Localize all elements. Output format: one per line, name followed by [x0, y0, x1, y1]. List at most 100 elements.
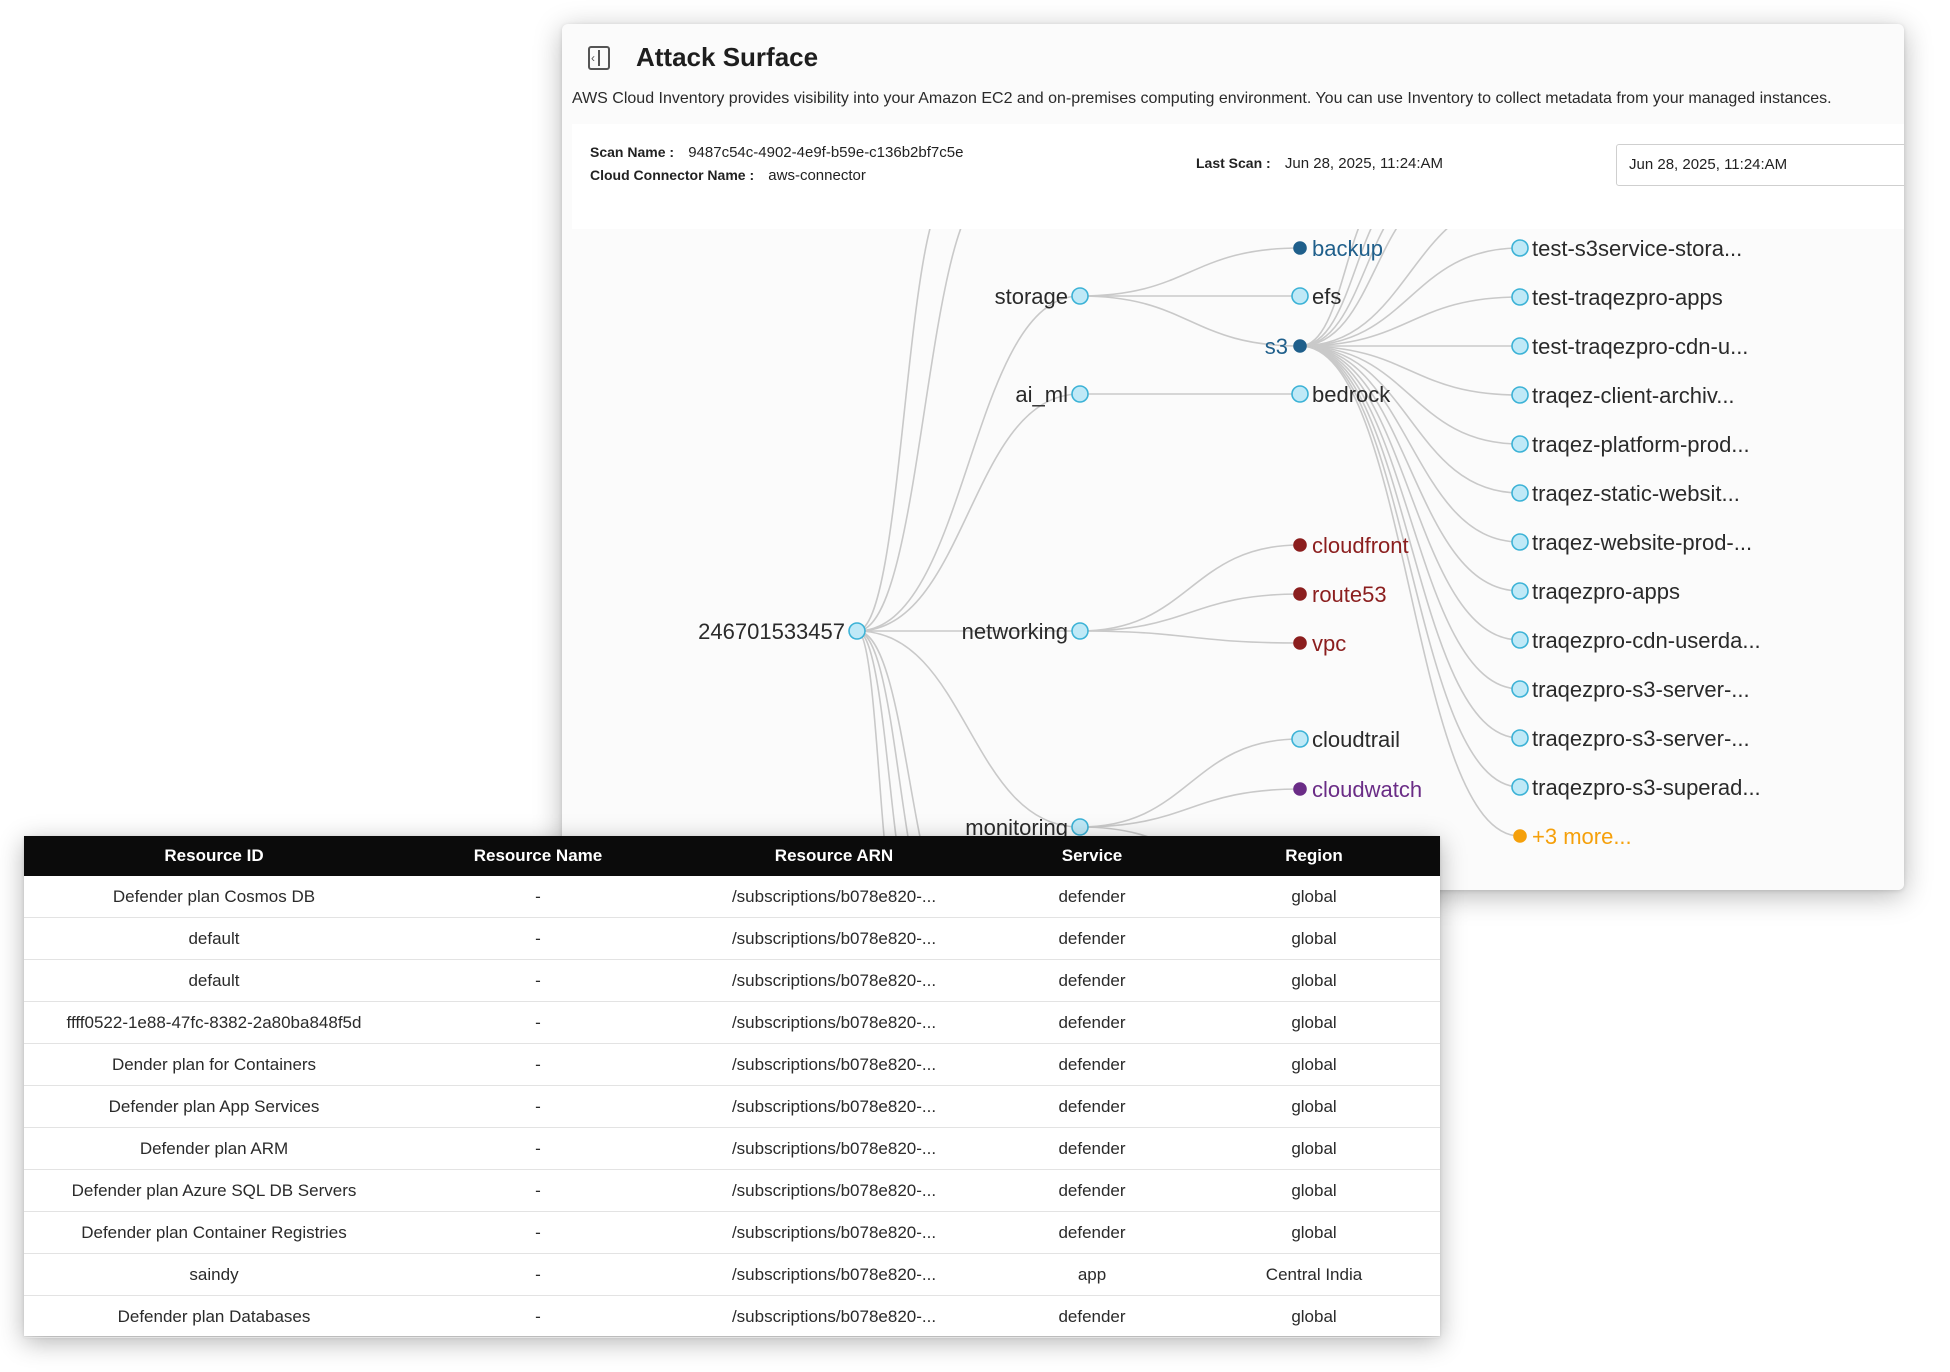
- table-row[interactable]: Defender plan App Services - /subscripti…: [24, 1085, 1440, 1128]
- tree-link: [1299, 345, 1521, 396]
- service-bedrock-label[interactable]: bedrock: [1312, 382, 1391, 407]
- s3-bucket-node[interactable]: [1511, 631, 1529, 649]
- column-header-resource-arn[interactable]: Resource ARN: [774, 846, 894, 865]
- more-buckets-node[interactable]: [1513, 829, 1527, 843]
- cell-resource-name: -: [404, 1127, 672, 1170]
- service-route53-node[interactable]: [1293, 587, 1307, 601]
- tree-link: [1299, 229, 1385, 347]
- cell-service: defender: [996, 1127, 1188, 1170]
- table-row[interactable]: saindy - /subscriptions/b078e820-... app…: [24, 1253, 1440, 1296]
- column-header-resource-id[interactable]: Resource ID: [164, 846, 264, 865]
- tree-link: [856, 229, 962, 632]
- cell-region: global: [1188, 1001, 1440, 1044]
- s3-bucket-label[interactable]: traqez-platform-prod...: [1532, 432, 1750, 457]
- cell-resource-id: Defender plan Cosmos DB: [24, 876, 404, 918]
- scan-name-value: 9487c54c-4902-4e9f-b59e-c136b2bf7c5e: [688, 144, 964, 161]
- attack-surface-panel: ‹ Attack Surface AWS Cloud Inventory pro…: [562, 24, 1904, 890]
- category-ai_ml-node[interactable]: [1071, 385, 1089, 403]
- cell-resource-arn: /subscriptions/b078e820-...: [672, 1127, 996, 1170]
- category-monitoring-label[interactable]: monitoring: [965, 815, 1068, 840]
- s3-bucket-node[interactable]: [1511, 288, 1529, 306]
- table-row[interactable]: Dender plan for Containers - /subscripti…: [24, 1043, 1440, 1086]
- table-row[interactable]: ffff0522-1e88-47fc-8382-2a80ba848f5d - /…: [24, 1001, 1440, 1044]
- service-cloudfront-label[interactable]: cloudfront: [1312, 533, 1409, 558]
- service-cloudtrail-label[interactable]: cloudtrail: [1312, 727, 1400, 752]
- cell-resource-arn: /subscriptions/b078e820-...: [672, 917, 996, 960]
- root-account-label[interactable]: 246701533457: [698, 619, 845, 644]
- s3-bucket-label[interactable]: traqezpro-s3-superad...: [1532, 775, 1761, 800]
- cell-region: global: [1188, 959, 1440, 1002]
- service-efs-node[interactable]: [1291, 287, 1309, 305]
- cell-region: global: [1188, 1043, 1440, 1086]
- category-storage-label[interactable]: storage: [995, 284, 1068, 309]
- s3-bucket-node[interactable]: [1511, 337, 1529, 355]
- service-cloudwatch-node[interactable]: [1293, 782, 1307, 796]
- s3-bucket-label[interactable]: test-traqezpro-cdn-u...: [1532, 334, 1748, 359]
- connector-value: aws-connector: [768, 167, 866, 184]
- category-monitoring-node[interactable]: [1071, 818, 1089, 836]
- s3-bucket-node[interactable]: [1511, 729, 1529, 747]
- category-storage-node[interactable]: [1071, 287, 1089, 305]
- s3-bucket-label[interactable]: traqezpro-apps: [1532, 579, 1680, 604]
- s3-bucket-node[interactable]: [1511, 386, 1529, 404]
- table-row[interactable]: default - /subscriptions/b078e820-... de…: [24, 959, 1440, 1002]
- attack-surface-tree[interactable]: 246701533457 storage backup efs s3 ai_ml bedro…: [572, 229, 1904, 890]
- service-backup-node[interactable]: [1293, 241, 1307, 255]
- s3-bucket-label[interactable]: test-s3service-stora...: [1532, 236, 1742, 261]
- table-row[interactable]: Defender plan Cosmos DB - /subscriptions…: [24, 876, 1440, 918]
- table-row[interactable]: Defender plan Container Registries - /su…: [24, 1211, 1440, 1254]
- s3-bucket-node[interactable]: [1511, 239, 1529, 257]
- cell-region: Central India: [1188, 1253, 1440, 1296]
- s3-bucket-label[interactable]: traqez-client-archiv...: [1532, 383, 1735, 408]
- service-efs-label[interactable]: efs: [1312, 284, 1341, 309]
- service-s3-label[interactable]: s3: [1265, 334, 1288, 359]
- service-cloudwatch-label[interactable]: cloudwatch: [1312, 777, 1422, 802]
- column-header-region[interactable]: Region: [1285, 846, 1343, 865]
- s3-bucket-node[interactable]: [1511, 582, 1529, 600]
- s3-bucket-node[interactable]: [1511, 484, 1529, 502]
- tree-link: [1299, 296, 1521, 347]
- cell-service: defender: [996, 1043, 1188, 1086]
- more-buckets-label[interactable]: +3 more...: [1532, 824, 1632, 849]
- service-vpc-label[interactable]: vpc: [1312, 631, 1346, 656]
- service-s3-node[interactable]: [1293, 339, 1307, 353]
- collapse-sidebar-icon[interactable]: ‹: [588, 46, 610, 70]
- s3-bucket-label[interactable]: test-traqezpro-apps: [1532, 285, 1723, 310]
- s3-bucket-label[interactable]: traqezpro-s3-server-...: [1532, 677, 1750, 702]
- s3-bucket-node[interactable]: [1511, 435, 1529, 453]
- resources-table-panel: Resource ID Resource Name Resource ARN S…: [24, 836, 1440, 1338]
- table-row[interactable]: default - /subscriptions/b078e820-... de…: [24, 917, 1440, 960]
- scan-date-select[interactable]: Jun 28, 2025, 11:24:AM: [1616, 144, 1904, 186]
- service-backup-label[interactable]: backup: [1312, 236, 1383, 261]
- tree-link: [856, 393, 1081, 632]
- s3-bucket-label[interactable]: traqezpro-s3-server-...: [1532, 726, 1750, 751]
- table-row[interactable]: Defender plan Azure SQL DB Servers - /su…: [24, 1169, 1440, 1212]
- s3-bucket-node[interactable]: [1511, 778, 1529, 796]
- cell-resource-name: -: [404, 1253, 672, 1296]
- column-header-resource-name[interactable]: Resource Name: [473, 846, 603, 865]
- root-account-node[interactable]: [848, 622, 866, 640]
- cell-region: global: [1188, 1211, 1440, 1254]
- cell-resource-id: saindy: [24, 1253, 404, 1296]
- category-networking-node[interactable]: [1071, 622, 1089, 640]
- service-cloudtrail-node[interactable]: [1291, 730, 1309, 748]
- cell-resource-arn: /subscriptions/b078e820-...: [672, 1295, 996, 1338]
- table-row[interactable]: Defender plan Databases - /subscriptions…: [24, 1295, 1440, 1338]
- s3-bucket-label[interactable]: traqez-website-prod-...: [1532, 530, 1752, 555]
- service-cloudfront-node[interactable]: [1293, 538, 1307, 552]
- service-bedrock-node[interactable]: [1291, 385, 1309, 403]
- s3-bucket-label[interactable]: traqezpro-cdn-userda...: [1532, 628, 1761, 653]
- tree-graph: 246701533457 storage backup efs s3 ai_ml bedro…: [698, 229, 1761, 890]
- cell-resource-id: ffff0522-1e88-47fc-8382-2a80ba848f5d: [24, 1001, 404, 1044]
- service-vpc-node[interactable]: [1293, 636, 1307, 650]
- s3-bucket-node[interactable]: [1511, 533, 1529, 551]
- category-ai_ml-label[interactable]: ai_ml: [1015, 382, 1068, 407]
- column-header-service[interactable]: Service: [1061, 846, 1123, 865]
- service-route53-label[interactable]: route53: [1312, 582, 1387, 607]
- cell-resource-arn: /subscriptions/b078e820-...: [672, 959, 996, 1002]
- s3-bucket-label[interactable]: traqez-static-websit...: [1532, 481, 1740, 506]
- table-row[interactable]: Defender plan ARM - /subscriptions/b078e…: [24, 1127, 1440, 1170]
- s3-bucket-node[interactable]: [1511, 680, 1529, 698]
- cell-resource-arn: /subscriptions/b078e820-...: [672, 1001, 996, 1044]
- category-networking-label[interactable]: networking: [962, 619, 1068, 644]
